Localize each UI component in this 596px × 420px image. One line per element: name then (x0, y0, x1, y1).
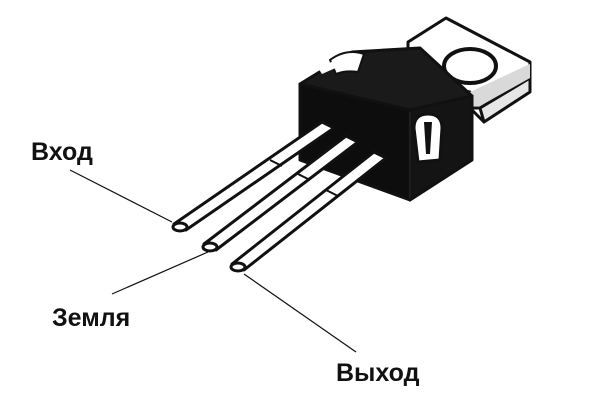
pin-label-ground: Земля (52, 304, 131, 332)
pin-label-input: Вход (31, 138, 93, 166)
pin-label-output: Выход (336, 359, 420, 387)
lead-ground (201, 134, 360, 253)
mounting-hole (442, 47, 498, 85)
lead-output (229, 150, 388, 273)
lead-input (171, 120, 336, 233)
leader-line-input (69, 169, 173, 223)
leader-line-output (243, 273, 357, 353)
leader-line-ground (111, 251, 209, 295)
